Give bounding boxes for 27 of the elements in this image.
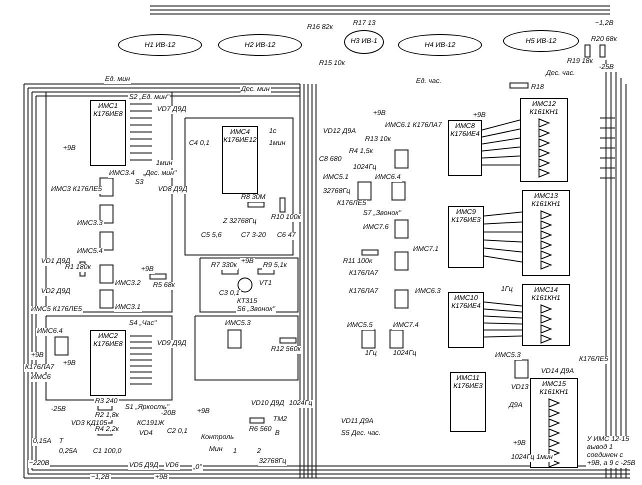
driver-chip (522, 284, 570, 346)
wire (484, 302, 522, 306)
wire (482, 128, 520, 138)
counter-chip (90, 330, 126, 396)
wire (482, 146, 520, 152)
driver-chip (522, 190, 570, 276)
wire (484, 240, 522, 242)
wire (484, 316, 522, 318)
counter-chip (90, 100, 126, 166)
wire (482, 120, 520, 130)
counter-chip (448, 206, 484, 268)
wire (484, 308, 522, 312)
driver-chip (520, 98, 568, 182)
counter-chip (448, 292, 484, 348)
wire (484, 248, 522, 252)
wire (484, 256, 522, 262)
indicator-tube (344, 30, 384, 54)
wire (482, 156, 520, 158)
counter-chip (222, 126, 258, 194)
wire (484, 336, 522, 338)
wire (484, 222, 522, 224)
counter-chip (448, 120, 482, 176)
wire (484, 322, 522, 324)
wire (482, 164, 520, 166)
counter-chip (450, 372, 486, 432)
wire (482, 138, 520, 144)
wire (484, 212, 522, 216)
